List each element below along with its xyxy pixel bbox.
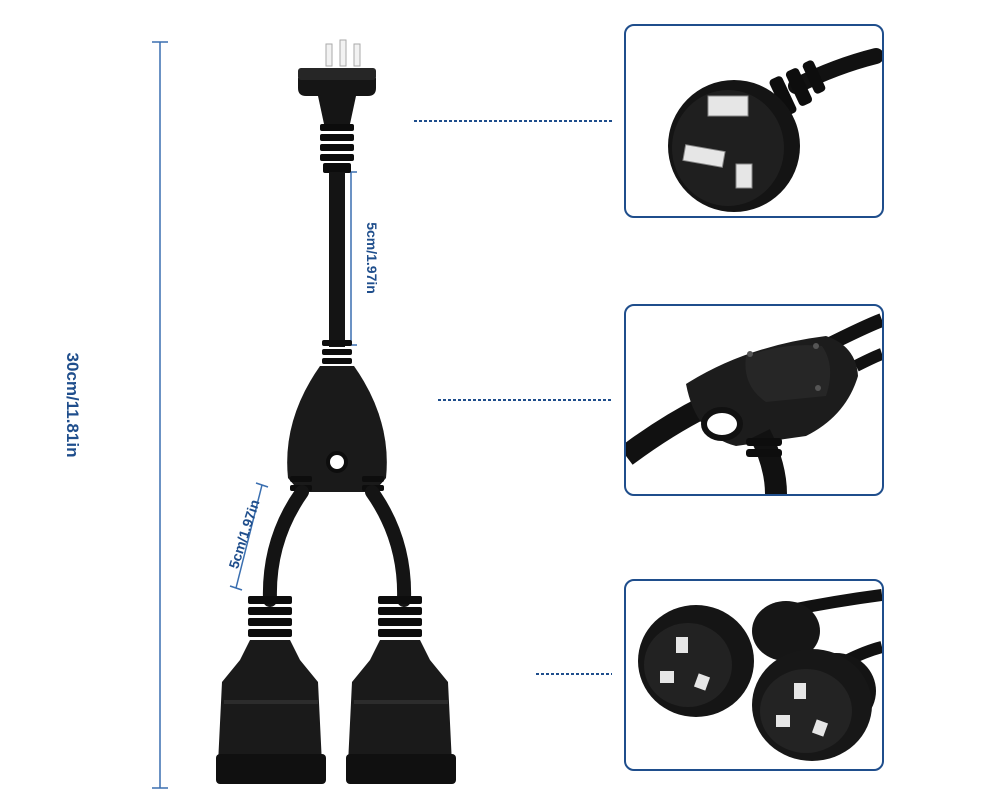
- splitter-body: [287, 340, 387, 492]
- callout-leaders: [414, 120, 612, 675]
- right-socket: [346, 596, 456, 784]
- sockets-detail-panel: [624, 579, 884, 771]
- plug-detail-panel: [624, 24, 884, 218]
- plug-cable: [329, 172, 345, 347]
- split-cables: [262, 485, 412, 607]
- plug-cable-dimension-line: [345, 171, 357, 346]
- total-length-label: 30cm/11.81in: [63, 352, 82, 458]
- left-socket: [216, 596, 326, 784]
- sockets-closeup: [638, 589, 882, 761]
- split-cable-dimension-line: [229, 482, 269, 591]
- plug-closeup: [668, 48, 882, 212]
- plug-cable-length-label: 5cm/1.97in: [364, 222, 380, 294]
- splitter-detail-panel: [624, 304, 884, 496]
- plug-head: [298, 39, 376, 173]
- splitter-closeup: [626, 313, 882, 494]
- total-length-dimension-line: [152, 41, 168, 789]
